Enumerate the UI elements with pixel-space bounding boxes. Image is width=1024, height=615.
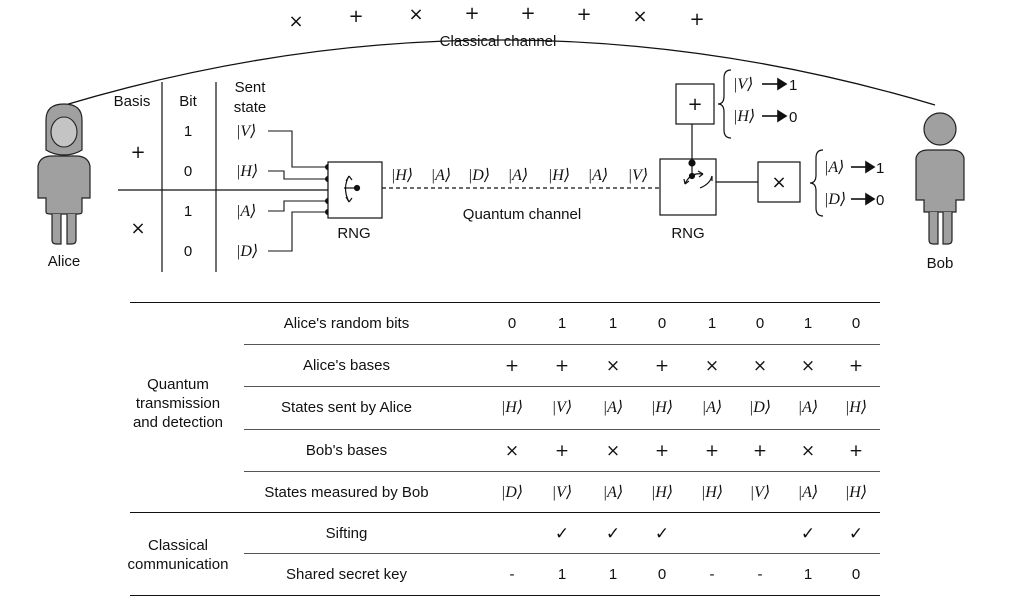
cross-output-state: |D⟩ — [824, 191, 846, 208]
state-value: |A⟩ — [236, 203, 256, 220]
quantum-state: |A⟩ — [431, 167, 451, 184]
plus-output-state: |H⟩ — [733, 108, 755, 125]
plus-output-bit: 1 — [789, 77, 797, 94]
bit-value: 1 — [184, 123, 192, 140]
quantum-state: |D⟩ — [468, 167, 490, 184]
classical-symbol: + — [576, 4, 591, 25]
cross-output-state: |A⟩ — [824, 159, 844, 176]
quantum-state: |A⟩ — [508, 167, 528, 184]
quantum-state: |A⟩ — [588, 167, 608, 184]
quantum-channel-states: |H⟩ |A⟩ |D⟩ |A⟩ |H⟩ |A⟩ |V⟩ — [391, 167, 648, 184]
bit-value: 1 — [184, 203, 192, 220]
quantum-state: |H⟩ — [548, 167, 570, 184]
cross-detector-symbol: × — [771, 172, 786, 193]
state-value: |V⟩ — [236, 123, 256, 140]
cross-brace — [809, 149, 824, 217]
basis-header: Basis — [114, 93, 151, 110]
bob-figure — [915, 112, 965, 245]
cross-output-arrows — [851, 160, 876, 206]
alice-rng-switch-icon — [344, 175, 361, 203]
classical-symbol: + — [464, 3, 479, 24]
plus-output-state: |V⟩ — [733, 76, 753, 93]
bit-header: Bit — [179, 93, 197, 110]
alice-figure — [37, 103, 91, 245]
bob-rng-box — [659, 158, 717, 216]
classical-symbol: × — [288, 11, 303, 32]
bit-value: 0 — [184, 243, 192, 260]
basis-cross: × — [130, 218, 145, 239]
bob-label: Bob — [927, 255, 954, 272]
classical-symbol: + — [520, 3, 535, 24]
plus-output-bit: 0 — [789, 109, 797, 126]
plus-detector-box — [675, 83, 715, 125]
alice-label: Alice — [48, 253, 81, 270]
cross-output-bit: 0 — [876, 192, 884, 209]
classical-symbol: × — [408, 4, 423, 25]
classical-symbol: + — [689, 9, 704, 30]
plus-detector-symbol: + — [687, 94, 702, 115]
state-value: |D⟩ — [236, 243, 258, 260]
bob-rng-switch-icon — [683, 159, 713, 189]
alice-wires — [268, 130, 329, 252]
cross-detector-box — [757, 161, 801, 203]
quantum-state: |V⟩ — [628, 167, 648, 184]
alice-encoding-table: Basis Bit Sent state + × 1 0 1 0 |V⟩ |H⟩… — [114, 79, 330, 272]
bit-value: 0 — [184, 163, 192, 180]
plus-output-arrows — [762, 77, 788, 123]
sent-state-header-line2: state — [234, 99, 267, 116]
alice-rng-label: RNG — [337, 225, 370, 242]
classical-channel-symbols: × + × + + + × + — [288, 3, 704, 32]
sent-state-header-line1: Sent — [235, 79, 267, 96]
classical-channel-arc — [64, 39, 936, 106]
state-value: |H⟩ — [236, 163, 258, 180]
bob-rng-label: RNG — [671, 225, 704, 242]
quantum-channel-label: Quantum channel — [463, 206, 581, 223]
classical-symbol: × — [632, 6, 647, 27]
cross-output-bit: 1 — [876, 160, 884, 177]
quantum-state: |H⟩ — [391, 167, 413, 184]
classical-channel-label: Classical channel — [440, 33, 557, 50]
basis-plus: + — [130, 142, 145, 163]
plus-brace — [717, 69, 732, 139]
classical-symbol: + — [348, 6, 363, 27]
